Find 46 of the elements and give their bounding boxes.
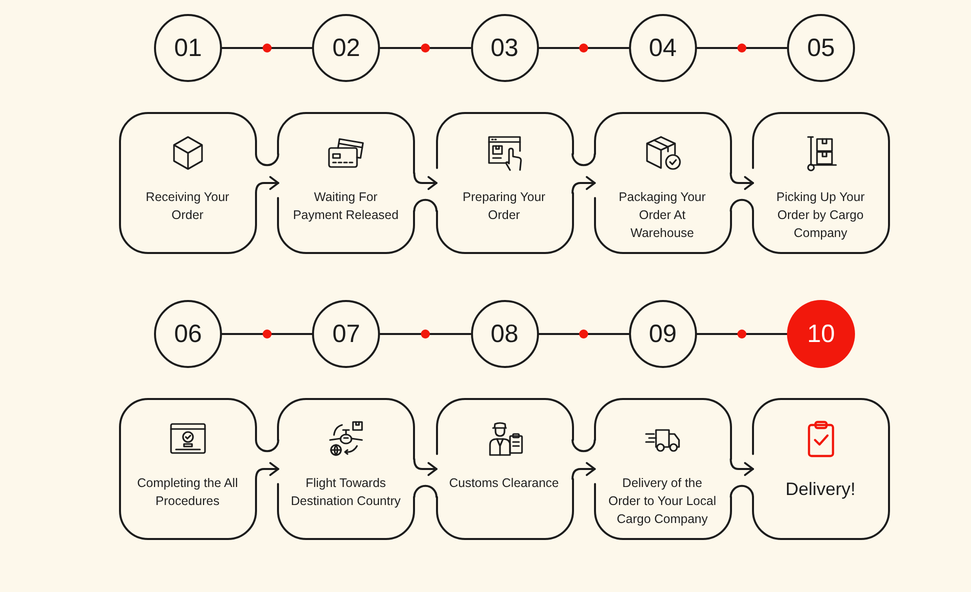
step-label: Packaging Your Order At Warehouse — [618, 189, 707, 242]
step-card — [277, 398, 416, 540]
connector-line — [538, 333, 630, 335]
arrow — [730, 172, 754, 190]
step-label: Flight Towards Destination Country — [290, 475, 402, 510]
step-number: 06 — [174, 322, 202, 346]
step-card — [119, 398, 257, 540]
step-card — [277, 112, 416, 254]
step-card — [752, 112, 890, 254]
step-number: 05 — [807, 36, 835, 60]
connector-line — [379, 333, 472, 335]
step-card — [594, 112, 732, 254]
step-label: Waiting For Payment Released — [292, 189, 400, 224]
arrow — [255, 176, 280, 194]
step-card — [436, 398, 574, 540]
step-card — [752, 398, 890, 540]
step-label: Delivery of the Order to Your Local Cargo Company — [607, 475, 718, 528]
connector-line — [221, 47, 314, 49]
step-label: Customs Clearance — [449, 475, 559, 492]
arrow — [413, 458, 438, 476]
step-label: Picking Up Your Order by Cargo Company — [775, 189, 866, 242]
step-card — [436, 112, 574, 254]
step-number: 03 — [490, 36, 518, 60]
step-number: 02 — [332, 36, 360, 60]
arrow — [413, 172, 438, 190]
step-number: 10 — [807, 322, 835, 346]
step-number: 07 — [332, 322, 360, 346]
step-number: 01 — [174, 36, 202, 60]
step-number: 04 — [648, 36, 677, 60]
step-label: Delivery! — [785, 478, 856, 500]
step-number: 09 — [648, 322, 677, 346]
arrow — [730, 458, 754, 476]
step-label: Completing the All Procedures — [136, 475, 239, 510]
connector-line — [379, 47, 472, 49]
arrow — [255, 462, 280, 480]
step-label: Preparing Your Order — [462, 189, 546, 224]
step-card — [594, 398, 732, 540]
step-card — [119, 112, 257, 254]
step-number: 08 — [490, 322, 518, 346]
connector-line — [221, 333, 314, 335]
arrow — [572, 176, 596, 194]
step-label: Receiving Your Order — [144, 189, 230, 224]
connector-line — [696, 47, 788, 49]
connector-line — [538, 47, 630, 49]
connector-line — [696, 333, 788, 335]
arrow — [572, 462, 596, 480]
